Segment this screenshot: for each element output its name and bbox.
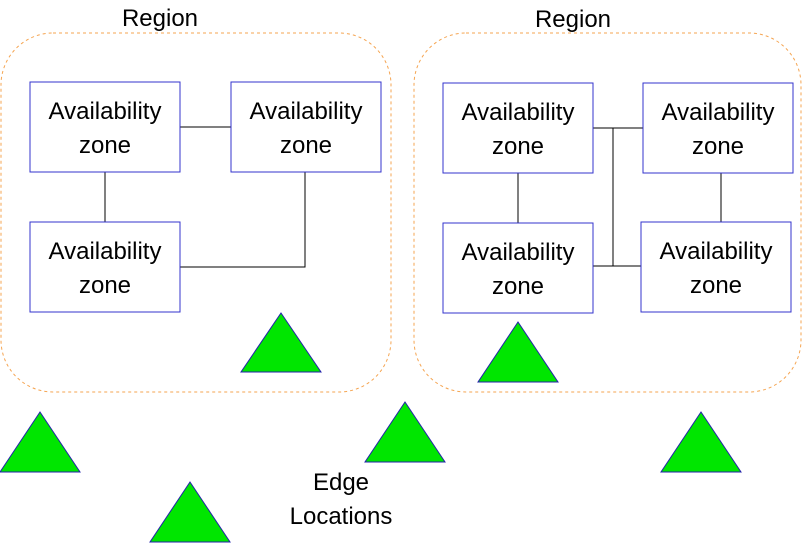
availability-zone-label-line2: zone [492, 273, 544, 300]
edge-locations: Edge Locations [0, 401, 742, 543]
availability-zone-label-line2: zone [79, 272, 131, 299]
availability-zone-label-line1: Availability [49, 98, 162, 125]
availability-zone-box [442, 222, 594, 314]
availability-zone-box [640, 221, 792, 313]
availability-zone-box [230, 81, 382, 173]
availability-zone-label-line1: Availability [49, 238, 162, 265]
edge-location-triangle-icon [240, 312, 322, 373]
connector-az2-az3 [180, 172, 306, 268]
availability-zone: Availability zone [640, 221, 792, 313]
availability-zone: Availability zone [29, 81, 181, 173]
availability-zone-box [442, 82, 594, 174]
availability-zone-label-line2: zone [79, 132, 131, 159]
region-2-title: Region [535, 6, 611, 33]
availability-zone-label-line1: Availability [462, 239, 575, 266]
edge-locations-label-line2: Locations [290, 503, 393, 530]
edge-location-triangle-icon [0, 411, 81, 473]
availability-zone-box [642, 82, 794, 174]
edge-location-triangle-icon [660, 411, 742, 473]
availability-zone-label-line2: zone [690, 272, 742, 299]
availability-zone-label-line2: zone [280, 132, 332, 159]
availability-zone-label-line1: Availability [250, 98, 363, 125]
availability-zone-box [29, 81, 181, 173]
edge-location-triangle-icon [364, 401, 446, 463]
region-2-connectors [517, 127, 722, 267]
availability-zone-box [29, 221, 181, 313]
edge-location-triangle-icon [149, 481, 231, 543]
availability-zone-label-line1: Availability [660, 238, 773, 265]
availability-zone: Availability zone [642, 82, 794, 174]
availability-zone-label-line1: Availability [462, 99, 575, 126]
region-1-connectors [104, 126, 306, 268]
edge-locations-label-line1: Edge [313, 469, 369, 496]
availability-zone-label-line2: zone [492, 133, 544, 160]
availability-zone: Availability zone [442, 82, 594, 174]
availability-zone: Availability zone [230, 81, 382, 173]
edge-location-triangle-icon [477, 321, 559, 383]
region-1-title: Region [122, 5, 198, 32]
availability-zone: Availability zone [442, 222, 594, 314]
region-2-boundary [413, 32, 802, 393]
region-1-boundary [0, 32, 392, 393]
availability-zone-label-line1: Availability [662, 99, 775, 126]
availability-zone-label-line2: zone [692, 133, 744, 160]
region-2: Region Availability zone Availability zo… [413, 6, 802, 393]
availability-zone: Availability zone [29, 221, 181, 313]
region-1: Region Availability zone Availability zo… [0, 5, 392, 393]
